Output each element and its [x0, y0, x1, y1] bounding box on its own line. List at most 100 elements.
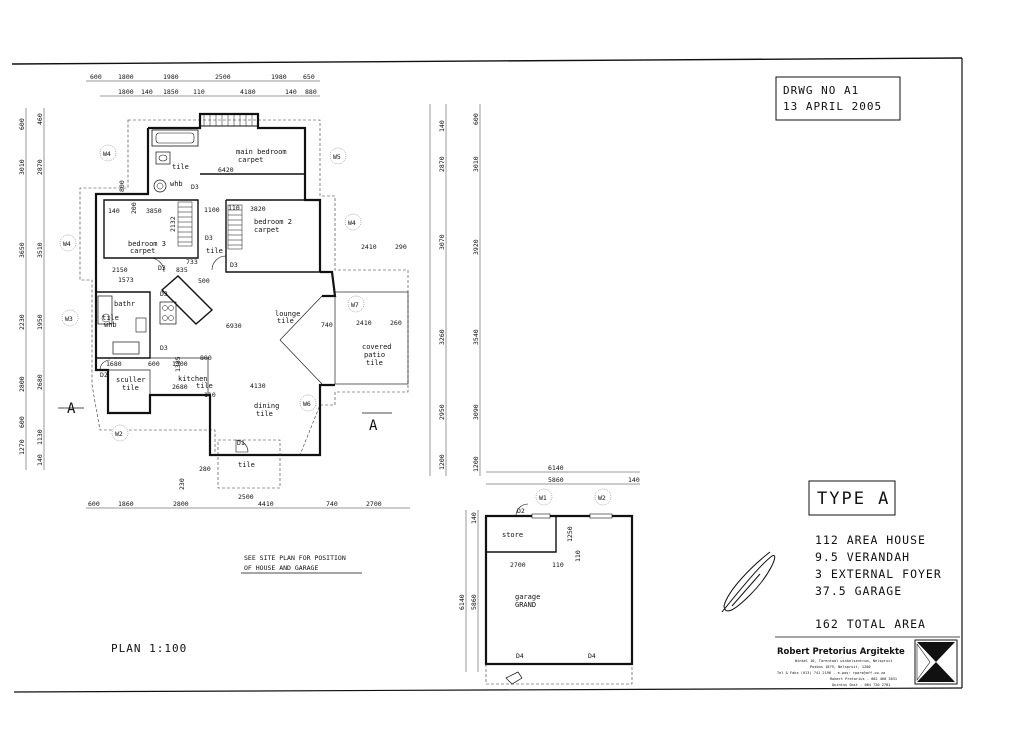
room-dining-finish: tile — [256, 410, 273, 418]
dim-right-in-5: 2950 — [438, 404, 446, 420]
garage-room-grand: GRAND — [515, 601, 536, 609]
dim-inner-21: 800 — [200, 354, 212, 362]
svg-text:A: A — [369, 418, 378, 434]
bath-fixture-icon — [97, 295, 147, 355]
dim-top-5: 1980 — [271, 73, 287, 81]
type-label: TYPE A — [817, 489, 890, 509]
garage-dim-7: 2700 — [510, 561, 526, 569]
garage-dim-8: 110 — [552, 561, 564, 569]
section-mark-right: A — [362, 412, 392, 434]
dim-bottom-5: 740 — [326, 500, 338, 508]
door-tag-d3-b: D3 — [205, 234, 213, 242]
garage-window-tag-w1: W1 — [535, 488, 553, 506]
dim-left-1: 600 — [18, 118, 26, 130]
drawing-number: DRWG NO A1 — [783, 84, 859, 97]
plan-scale: PLAN 1:100 — [111, 642, 187, 655]
dim-right-in-4: 3260 — [438, 329, 446, 345]
site-note-line-1: SEE SITE PLAN FOR POSITION — [244, 554, 346, 562]
dim-inner-13: 260 — [390, 319, 402, 327]
dim-top-4: 2500 — [215, 73, 231, 81]
bathtub-icon — [151, 129, 199, 147]
dim-top2-1: 1800 — [118, 88, 134, 96]
door-tag-d2: D2 — [100, 371, 108, 379]
dim-inner-22: 1385 — [174, 356, 182, 372]
dim-top2-7: 880 — [305, 88, 317, 96]
svg-text:W1: W1 — [539, 494, 547, 502]
room-patio-1: covered — [362, 343, 392, 351]
dim-bottom-1: 600 — [88, 500, 100, 508]
room-bathroom: bathr — [114, 300, 135, 308]
area-house: 112 AREA HOUSE — [815, 533, 926, 547]
area-foyer: 3 EXTERNAL FOYER — [815, 567, 942, 581]
dim-bottom-3: 2800 — [173, 500, 189, 508]
svg-text:W4: W4 — [63, 240, 71, 248]
room-bedroom-2-finish: carpet — [254, 226, 279, 234]
svg-text:W5: W5 — [333, 153, 341, 161]
dim-inner-30: 2500 — [238, 493, 254, 501]
garage-dim-10: 110 — [574, 550, 582, 562]
svg-text:W7: W7 — [351, 301, 359, 309]
dim-inner-12: 2410 — [356, 319, 372, 327]
dim-inner-20: 110 — [228, 204, 240, 212]
dim-left-in-7: 140 — [36, 454, 44, 466]
dim-inner-9: 1100 — [204, 206, 220, 214]
stove-icon — [159, 301, 177, 325]
dim-right-in-6: 1200 — [438, 454, 446, 470]
dim-inner-24: 200 — [130, 202, 138, 214]
window-tag-w4-left: W4 — [59, 234, 77, 252]
door-tag-d3-a: D3 — [191, 183, 199, 191]
room-scullery-finish: tile — [122, 384, 139, 392]
dim-right-in-3: 3070 — [438, 234, 446, 250]
dim-bottom-6: 2700 — [366, 500, 382, 508]
dim-right-in-1: 140 — [438, 120, 446, 132]
door-tag-d3-e: D3 — [160, 290, 168, 298]
garage-door-d4-b: D4 — [588, 652, 596, 660]
right-dimensions: 600 3010 3920 3540 3090 1200 140 2870 30… — [429, 104, 481, 476]
dim-top2-6: 140 — [285, 88, 297, 96]
svg-text:W2: W2 — [115, 430, 123, 438]
architect-line-3: Tel & Faks (013) 741 2196 - e-pos: rpars… — [777, 671, 885, 675]
dim-left-in-4: 1950 — [36, 314, 44, 330]
dim-right-3: 3920 — [472, 239, 480, 255]
dim-inner-6: 733 — [186, 258, 198, 266]
door-tag-d3-f: D3 — [160, 344, 168, 352]
dim-top-6: 650 — [303, 73, 315, 81]
dim-inner-1: 6420 — [218, 166, 234, 174]
room-foyer-finish: tile — [238, 461, 255, 469]
window-tag-w4-right: W4 — [344, 213, 362, 231]
dim-inner-11: 740 — [321, 321, 333, 329]
dim-right-1: 600 — [472, 113, 480, 125]
dim-inner-31: 230 — [178, 478, 186, 490]
architect-line-2: Posbus 1879, Nelspruit, 1200 — [810, 665, 871, 669]
garage-room-garage: garage — [515, 593, 540, 601]
dim-inner-8: 500 — [198, 277, 210, 285]
window-tag-w7: W7 — [347, 295, 365, 313]
dim-top-1: 600 — [90, 73, 102, 81]
dim-left-4: 2230 — [18, 314, 26, 330]
dim-inner-27: 2410 — [361, 243, 377, 251]
architect-logo-icon — [914, 639, 958, 685]
dim-left-in-2: 2870 — [36, 159, 44, 175]
dim-left-7: 600 — [18, 416, 26, 428]
site-note: SEE SITE PLAN FOR POSITION OF HOUSE AND … — [241, 554, 362, 574]
room-kitchen: kitchen — [178, 375, 208, 383]
room-kitchen-finish: tile — [196, 382, 213, 390]
dim-inner-23: 2132 — [169, 216, 177, 232]
door-tag-d1: D1 — [237, 439, 245, 447]
garage-dim-9: 1250 — [566, 526, 574, 542]
room-main-bedroom: main bedroom — [236, 148, 287, 156]
dim-left-2: 3010 — [18, 159, 26, 175]
label-whb: whb — [170, 180, 183, 188]
garage-door-d4-a: D4 — [516, 652, 524, 660]
dim-inner-28: 290 — [395, 243, 407, 251]
dim-bottom-4: 4410 — [258, 500, 274, 508]
dim-inner-3: 3820 — [250, 205, 266, 213]
dim-inner-4: 2150 — [112, 266, 128, 274]
dim-inner-14: 1680 — [106, 360, 122, 368]
dim-left-in-1: 460 — [36, 113, 44, 125]
svg-text:W6: W6 — [303, 400, 311, 408]
dim-inner-17: 2680 — [172, 383, 188, 391]
dim-left-in-6: 1130 — [36, 429, 44, 445]
garage-dim-2: 5860 — [548, 476, 564, 484]
